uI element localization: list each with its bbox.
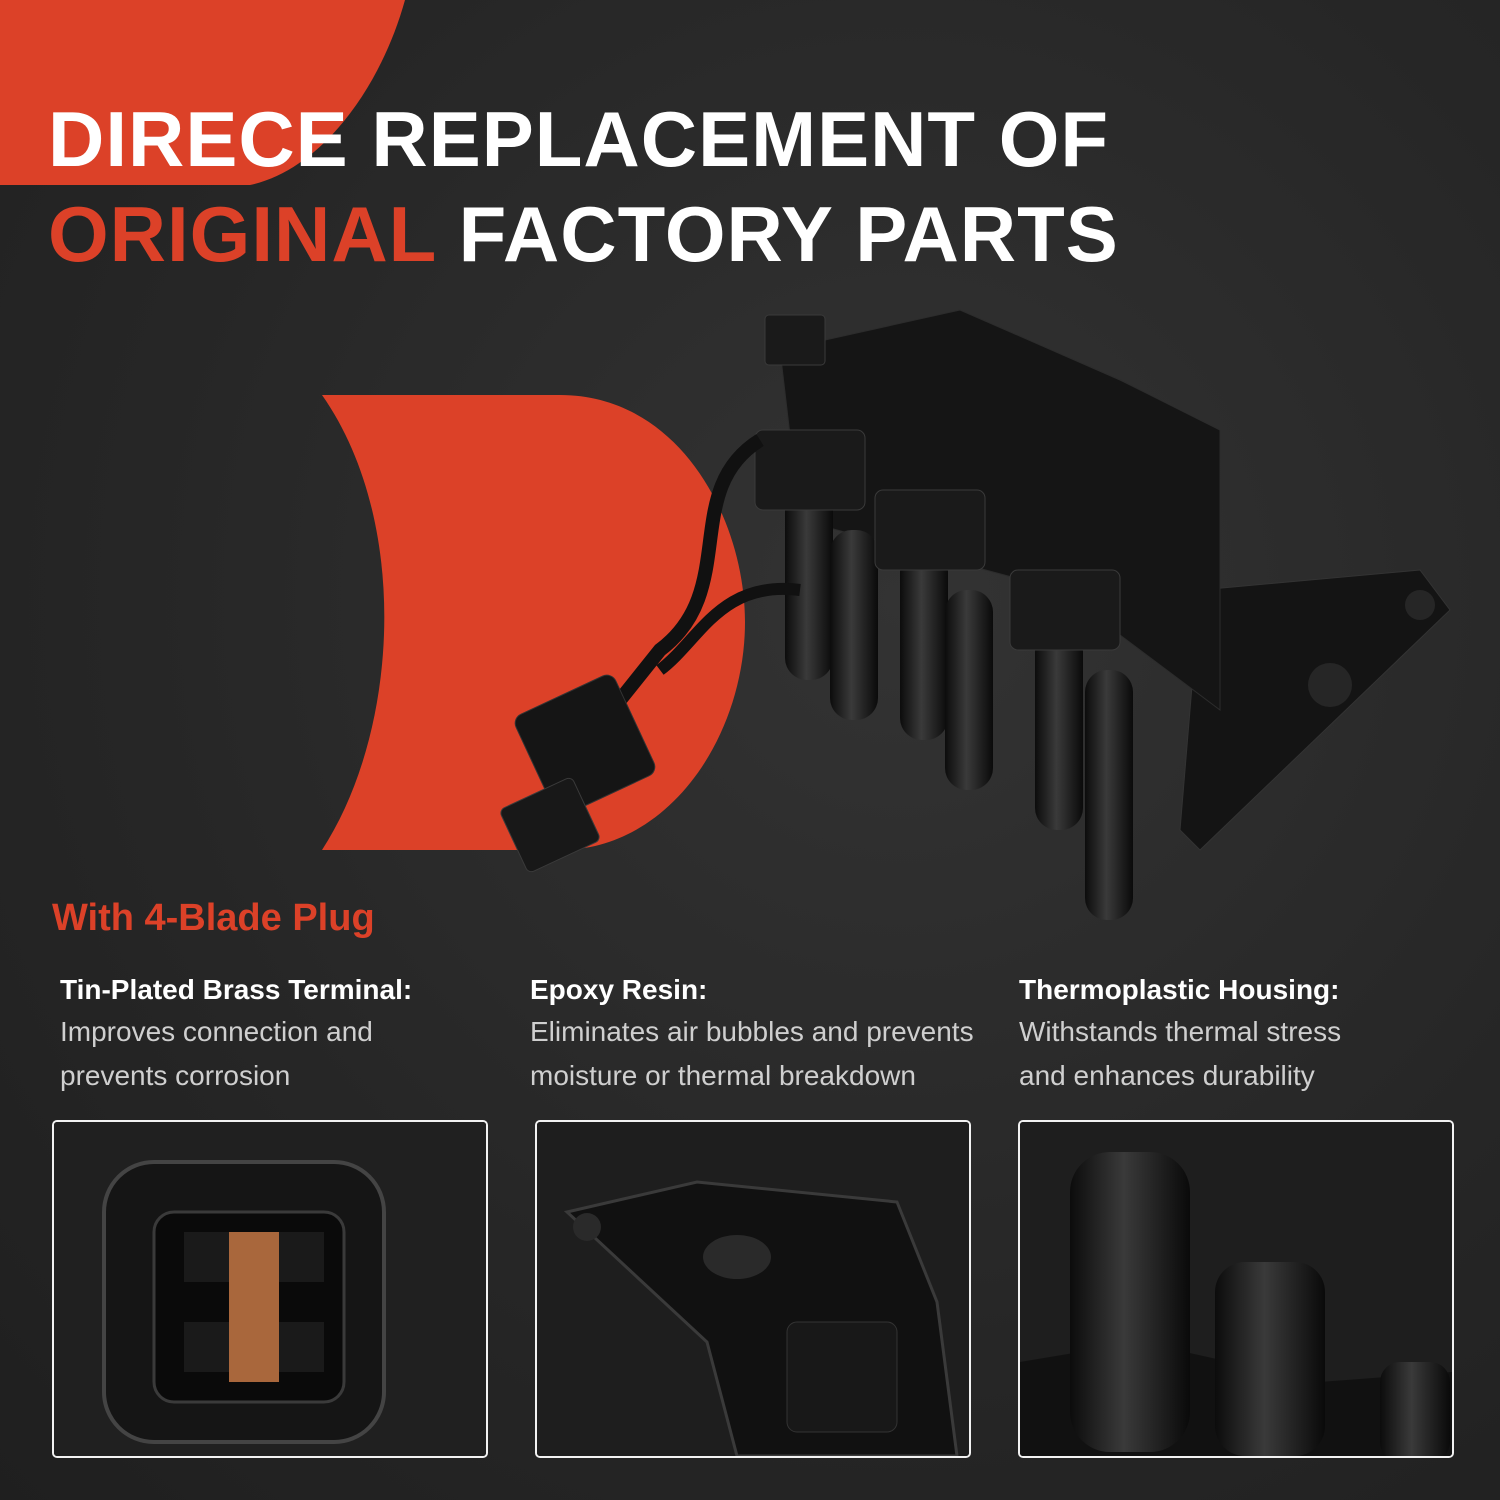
headline-line-2: ORIGINAL FACTORY PARTS: [48, 195, 1119, 273]
feature-description: Withstands thermal stress: [1019, 1016, 1342, 1047]
feature-description: and enhances durability: [1019, 1060, 1315, 1091]
headline-text: REPLACEMENT OF: [371, 95, 1110, 183]
terminal-closeup-image: [52, 1120, 488, 1458]
feature-description: prevents corrosion: [60, 1060, 291, 1091]
headline-line-1: DIRECE REPLACEMENT OF: [48, 100, 1109, 178]
headline-text: FACTORY PARTS: [458, 190, 1119, 278]
feature-description: Eliminates air bubbles and prevents: [530, 1016, 974, 1047]
plug-subtitle: With 4-Blade Plug: [52, 897, 375, 939]
feature-title: Epoxy Resin:: [530, 974, 708, 1005]
feature-epoxy: Epoxy Resin: Eliminates air bubbles and …: [530, 970, 990, 1098]
feature-title: Thermoplastic Housing:: [1019, 974, 1340, 1005]
ignition-coil-pack-image: [500, 309, 1451, 920]
red-corner-shape: [0, 0, 405, 185]
feature-title: Tin-Plated Brass Terminal:: [60, 974, 413, 1005]
epoxy-closeup-image: [535, 1120, 971, 1458]
feature-housing: Thermoplastic Housing: Withstands therma…: [1019, 970, 1479, 1098]
headline-accent-word: ORIGINAL: [48, 190, 436, 278]
feature-description: moisture or thermal breakdown: [530, 1060, 916, 1091]
headline-accent-word: DIRECE: [48, 95, 349, 183]
feature-terminal: Tin-Plated Brass Terminal: Improves conn…: [60, 970, 520, 1098]
housing-closeup-image: [1018, 1120, 1454, 1458]
feature-description: Improves connection and: [60, 1016, 373, 1047]
